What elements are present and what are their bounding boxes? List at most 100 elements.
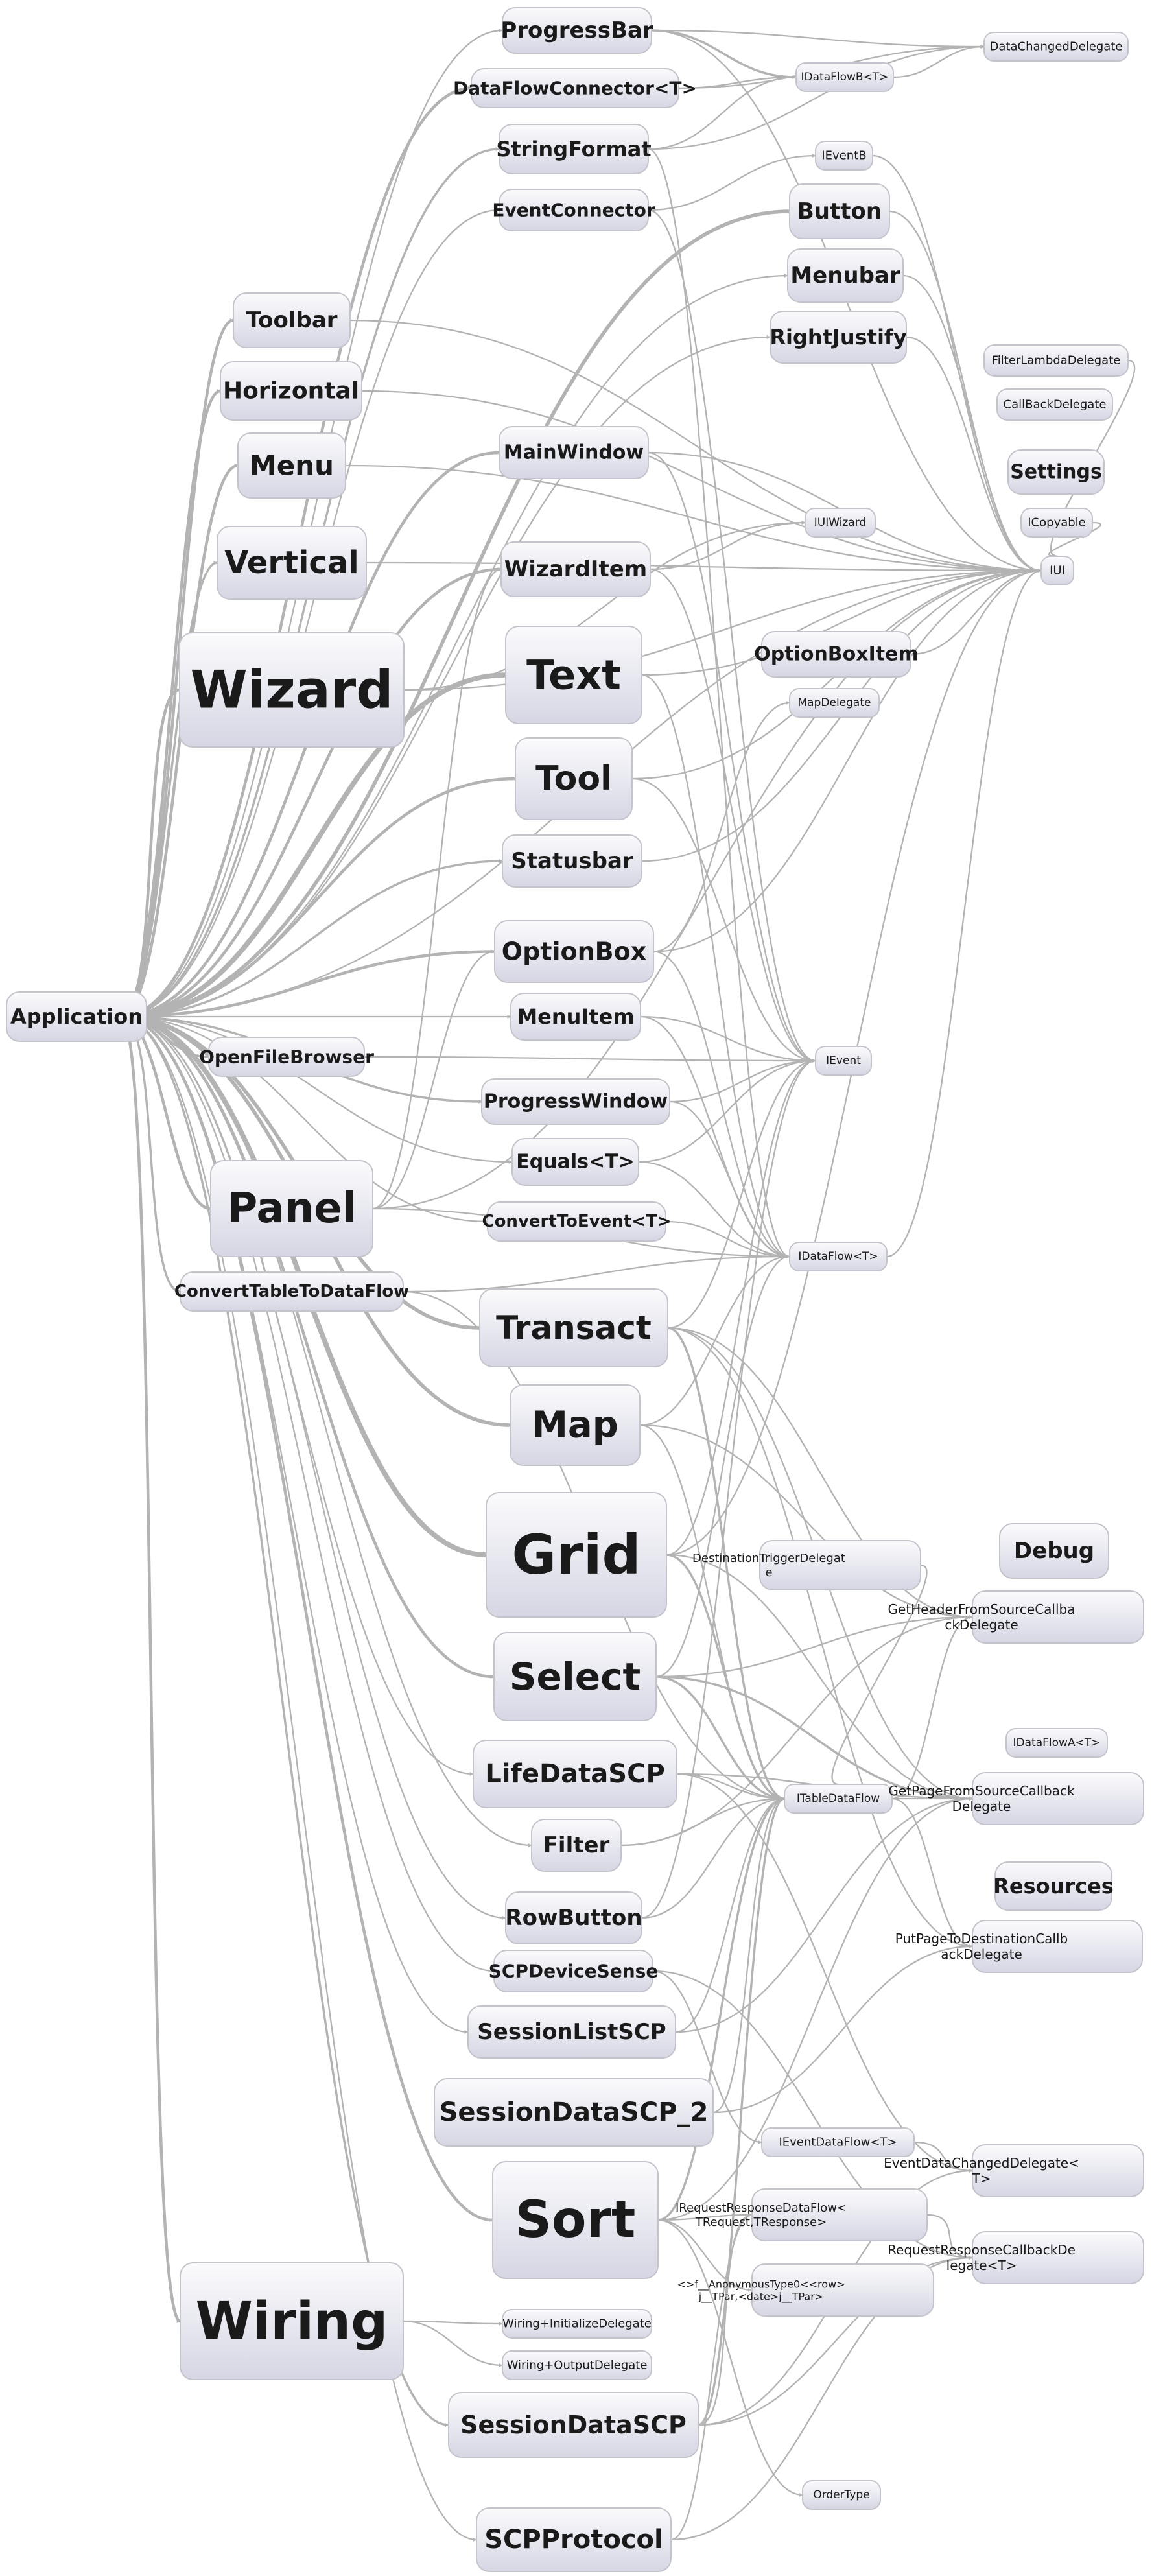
node-data-changed-delegate: DataChangedDelegate [983,32,1129,62]
node-box [972,1772,1144,1825]
node-box [751,2263,934,2317]
edge-panel-to-iui [372,569,1042,1210]
node-label: ProgressWindow [484,1091,668,1113]
node-menu-item: MenuItem [510,993,641,1041]
node-box [502,834,642,888]
edge-application-to-menu [121,464,239,1019]
node-label: OptionBox [502,938,646,966]
node-label: IEventB [821,149,866,163]
edge-transact-to-itable-data-flow [667,1327,785,1801]
node-vertical: Vertical [217,526,367,600]
edge-row-button-to-itable-data-flow [641,1797,785,1919]
node-box [494,920,654,983]
edge-ievent-b-to-iui [872,154,1042,573]
node-row-button: RowButton [505,1891,642,1944]
node-box [789,183,890,239]
node-icopyable: ICopyable [1020,508,1093,538]
node-label: IRequestResponseDataFlow<TRequest,TRespo… [676,2201,847,2229]
node-idata-flow: IDataFlow<T> [789,1242,888,1271]
node-box [208,1037,365,1077]
node-box [180,1271,404,1312]
node-label: SessionDataSCP_2 [440,2097,709,2127]
node-box [505,626,642,724]
node-convert-table-to-data-flow: ConvertTableToDataFlow [174,1271,409,1312]
node-box [815,1046,872,1076]
node-label: Wiring+InitializeDelegate [502,2317,652,2331]
node-label: ITableDataFlow [797,1792,880,1805]
edge-itable-data-flow-to-get-header-from-source-callback-delegate [891,1615,973,1800]
edge-progress-window-to-idata-flow [669,1100,790,1258]
node-application: Application [6,991,147,1042]
edge-equals-t-to-idata-flow [638,1161,790,1258]
node-label: ConvertTableToDataFlow [174,1282,409,1301]
edge-text-to-idata-flow [641,674,790,1258]
edge-session-data-scp-to-irequest-response-data-flow [698,2213,753,2426]
node-iuiwizard: IUIWizard [805,508,876,538]
edge-select-to-itable-data-flow [655,1675,785,1801]
node-label: SessionListSCP [477,2019,666,2045]
edge-grid-to-ievent [666,1059,816,1556]
node-label: SCPProtocol [484,2525,663,2555]
node-equals-t: Equals<T> [511,1138,639,1186]
edge-option-box-to-iui [653,569,1042,952]
node-label: IEventDataFlow<T> [779,2136,897,2149]
node-box [531,1819,622,1872]
edge-application-to-text [121,672,506,1019]
edge-idata-flow-b-to-data-changed-delegate [893,45,985,78]
edge-filter-to-get-header-from-source-callback-delegate [620,1615,973,1847]
edge-idata-flow-to-iui [886,569,1042,1258]
node-box [471,68,679,108]
node-label: MenuItem [517,1004,634,1029]
node-label: OrderType [813,2488,869,2501]
node-main-window: MainWindow [499,426,649,479]
node-box [180,2262,404,2380]
edge-grid-to-itable-data-flow [666,1554,785,1801]
node-box [511,1138,639,1186]
node-box [759,1540,921,1590]
node-label: Menubar [790,263,900,289]
edge-application-to-wizard-item [121,567,502,1019]
edge-select-to-idata-flow [655,1255,790,1678]
node-ievent: IEvent [815,1046,872,1076]
edge-transact-to-get-header-from-source-callback-delegate [667,1327,973,1619]
node-label: Button [797,198,882,224]
node-grid: Grid [486,1492,667,1618]
node-label: OpenFileBrowser [199,1046,374,1068]
edge-string-format-to-idata-flow [648,148,790,1258]
node-label: EventConnector [492,200,655,221]
edge-sort-to-itable-data-flow [657,1797,785,2221]
node-statusbar: Statusbar [502,834,642,888]
node-label: SCPDeviceSense [489,1961,659,1982]
edge-text-to-iui [641,569,1042,676]
node-label: Wiring [196,2291,388,2352]
node-box [789,1242,888,1271]
node-label: ConvertToEvent<T> [482,1212,671,1231]
node-label: Vertical [224,545,359,581]
edge-layer [120,29,1136,2542]
node-horizontal: Horizontal [220,361,362,421]
node-box [481,1078,670,1125]
edge-application-to-sort [121,1015,493,2222]
edge-string-format-to-data-changed-delegate [648,45,985,150]
edge-panel-to-option-box [372,949,495,1210]
node-label: Resources [993,1874,1114,1898]
node-box [434,2078,714,2147]
edge-tool-to-ievent [631,777,816,1063]
edge-application-to-filter [121,1015,532,1847]
node-box [789,688,880,718]
edge-scpdevice-sense-to-ievent-data-flow [652,1970,762,2144]
node-wiring: Wiring [180,2262,404,2380]
node-label: RightJustify [770,325,907,349]
node-box [210,1160,373,1257]
node-box [1005,1728,1108,1758]
node-label: Statusbar [511,848,633,874]
node-text: Text [505,626,642,724]
node-event-connector: EventConnector [492,189,655,231]
node-box [802,2480,881,2510]
edge-map-to-idata-flow [639,1255,790,1426]
node-wiring-output-delegate: Wiring+OutputDelegate [502,2350,652,2380]
edge-menu-to-iui [345,464,1042,573]
node-option-box-item: OptionBoxItem [754,631,919,678]
